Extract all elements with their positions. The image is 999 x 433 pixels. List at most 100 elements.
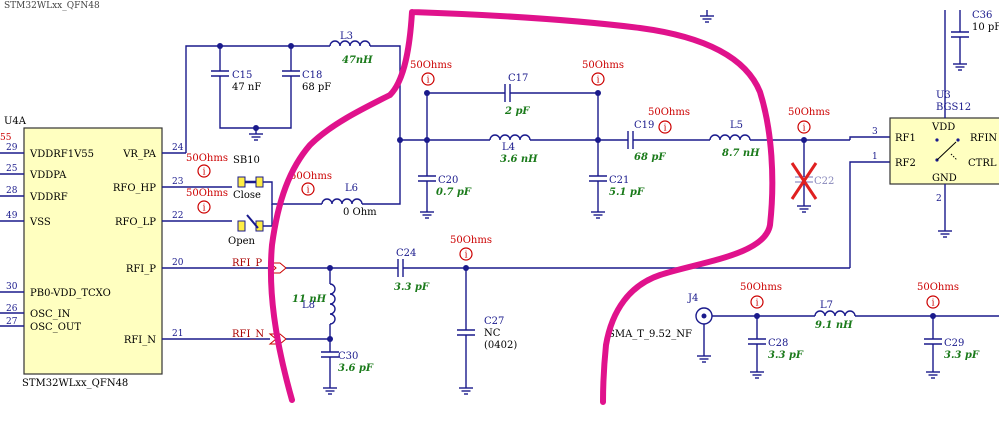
u4a-pin-name: VDDPA [29, 170, 67, 181]
inductor-l5 [709, 134, 751, 141]
u4a-top-pin: 55 [0, 133, 12, 143]
l7-ref: L7 [820, 300, 833, 311]
impedance-label: 50Ohms [186, 153, 228, 164]
u4a-part: STM32WLxx_QFN48 [22, 378, 128, 389]
l4-value: 3.6 nH [500, 154, 538, 165]
l6-value: 0 Ohm [343, 207, 377, 218]
test-point-icon [197, 200, 211, 215]
c29-value: 3.3 pF [944, 350, 980, 361]
u4a-pin-num: 28 [6, 186, 18, 196]
inductor-l6 [321, 198, 363, 205]
u4a-pin-name: OSC_OUT [30, 322, 81, 333]
test-point-icon [750, 295, 764, 310]
c15-ref: C15 [232, 70, 252, 81]
c15-value: 47 nF [232, 82, 261, 93]
j4-ref: J4 [687, 293, 698, 304]
l6-ref: L6 [345, 183, 358, 194]
inductor-l4 [489, 134, 531, 141]
u3-right-label: RFIN [970, 133, 997, 144]
c30-value: 3.6 pF [338, 363, 374, 374]
test-point-icon [591, 72, 605, 87]
u3-rf-switch: 3 1 RF1 RF2 VDD GND RFIN CTRL U3 BGS12 2 [849, 10, 999, 268]
u4a-pin-name: VSS [29, 217, 51, 228]
u4a-pin-num: 24 [172, 143, 184, 153]
ground-icon [419, 205, 435, 219]
u4a-pin-num: 30 [6, 282, 18, 292]
c24-ref: C24 [396, 248, 416, 259]
u3-pin-num: 2 [936, 194, 942, 204]
c20-ref: C20 [438, 175, 458, 186]
ground-icon [937, 224, 953, 238]
sb10-open-label: Open [228, 236, 256, 247]
u4a-pin-num: 20 [172, 258, 184, 268]
c17-value: 2 pF [504, 106, 530, 117]
test-point-icon [658, 120, 672, 135]
net-label-rfi-p: RFI_P [232, 258, 262, 269]
sb10-ref: SB10 [233, 155, 260, 166]
ground-icon [322, 381, 338, 395]
impedance-label: 50Ohms [648, 107, 690, 118]
c18-ref: C18 [302, 70, 322, 81]
l3-ref: L3 [340, 31, 353, 42]
header-fragment: STM32WLxx_QFN48 [4, 1, 100, 11]
c27-note: (0402) [484, 340, 517, 351]
u4a-pin-name: VDDRF1V55 [29, 149, 94, 160]
u4a-pin-name: PB0-VDD_TCXO [30, 288, 111, 299]
u4a-pin-num: 26 [6, 304, 18, 314]
c30-ref: C30 [338, 351, 358, 362]
impedance-label: 50Ohms [290, 171, 332, 182]
u3-pin-name: VDD [931, 122, 955, 133]
u3-ref: U3 [936, 90, 951, 101]
c27-ref: C27 [484, 316, 504, 327]
l5-value: 8.7 nH [722, 148, 760, 159]
u4a-pin-num: 29 [6, 143, 18, 153]
switch-icon [935, 138, 960, 162]
l8-ref: L8 [302, 300, 315, 311]
c22-ref: C22 [814, 176, 834, 187]
u4a-pin-name: VR_PA [122, 149, 157, 160]
impedance-label: 50Ohms [788, 107, 830, 118]
c27-value: NC [484, 328, 501, 339]
impedance-label: 50Ohms [740, 282, 782, 293]
highlight-outline [267, 9, 776, 405]
u4a-pin-name: RFO_LP [115, 217, 156, 228]
l3-value: 47nH [342, 55, 373, 66]
net-label-rfi-n: RFI_N [232, 329, 264, 340]
c36-ref: C36 [972, 10, 992, 21]
rx-path: RFI_P C24 3.3 pF 50Ohms C27 NC (0402) L8… [186, 235, 850, 395]
u4a-chip: U4A STM32WLxx_QFN48 55 29 25 28 49 30 26… [0, 116, 232, 389]
u4a-pin-name: VDDRF [29, 192, 68, 203]
c19-value: 68 pF [634, 152, 666, 163]
inductor-l7 [814, 310, 856, 317]
c21-value: 5.1 pF [609, 187, 645, 198]
u4a-ref: U4A [4, 116, 27, 127]
u3-pin-name: GND [932, 173, 957, 184]
capacitor-c36: C36 10 pF [951, 10, 999, 71]
c19-ref: C19 [634, 120, 654, 131]
antenna-output: J4 SMA_T_9.52_NF 50Ohms C28 3.3 pF L7 9.… [608, 282, 999, 379]
c24-value: 3.3 pF [394, 282, 430, 293]
l4-ref: L4 [502, 142, 515, 153]
u3-part: BGS12 [936, 102, 971, 113]
test-point-icon [926, 295, 940, 310]
u3-pin-num: 3 [872, 127, 878, 137]
impedance-label: 50Ohms [582, 60, 624, 71]
impedance-label: 50Ohms [450, 235, 492, 246]
u4a-pin-name: RFO_HP [113, 183, 156, 194]
u4a-pin-num: 25 [6, 164, 18, 174]
u4a-pin-num: 21 [172, 329, 183, 339]
u4a-pin-name: RFI_P [126, 264, 156, 275]
dnp-cross-icon [790, 162, 818, 200]
impedance-label: 50Ohms [410, 60, 452, 71]
u4a-pin-num: 27 [6, 317, 18, 327]
ground-icon [248, 127, 264, 141]
sb10-close-label: Close [233, 190, 261, 201]
l8-value: 11 nH [292, 294, 327, 305]
ground-icon [458, 381, 474, 395]
u4a-pin-name: RFI_N [124, 335, 156, 346]
u4a-pin-name: OSC_IN [30, 309, 71, 320]
test-point-icon [459, 247, 473, 262]
u3-right-label: CTRL [968, 158, 997, 169]
impedance-label: 50Ohms [917, 282, 959, 293]
